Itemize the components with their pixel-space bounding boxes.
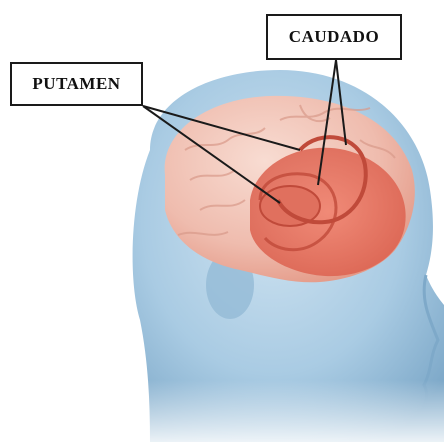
caudado-label: CAUDADO <box>266 14 402 60</box>
putamen-label: PUTAMEN <box>10 62 143 106</box>
